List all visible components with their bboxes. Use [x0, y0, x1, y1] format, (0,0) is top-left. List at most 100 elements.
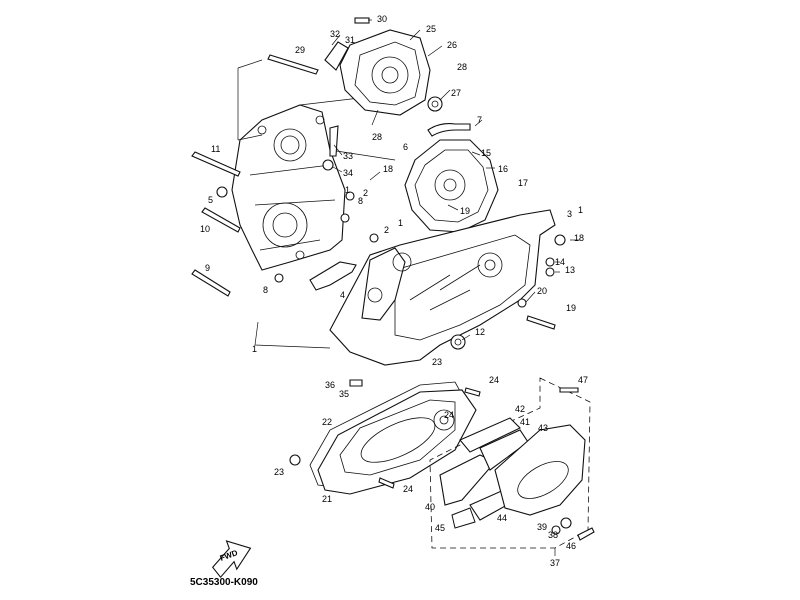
- callout-39: 39: [537, 522, 547, 532]
- callout-21: 21: [322, 494, 332, 504]
- callout-19: 19: [460, 206, 470, 216]
- callout-9: 9: [205, 263, 210, 273]
- grommet-39: [551, 525, 561, 535]
- bolt-24-lower: [378, 477, 395, 489]
- callout-28: 28: [457, 62, 467, 72]
- callout-24c: 24: [403, 484, 413, 494]
- diagram-code: 5C35300-K090: [190, 577, 258, 588]
- callout-13: 13: [565, 265, 575, 275]
- callout-2b: 2: [363, 188, 368, 198]
- callout-28b: 28: [372, 132, 382, 142]
- callout-4: 4: [340, 290, 345, 300]
- subassembly-frame: [429, 377, 591, 549]
- bolt-19-lower: [526, 315, 556, 330]
- callout-1b: 1: [398, 218, 403, 228]
- dowel-18: [554, 234, 566, 246]
- callout-8b: 8: [358, 196, 363, 206]
- crankcase-left-half: [231, 104, 346, 271]
- oring-34: [322, 159, 334, 171]
- air-filter-cover-43: [494, 424, 586, 516]
- callout-43: 43: [538, 423, 548, 433]
- dowel-2: [369, 233, 379, 243]
- callout-34: 34: [343, 168, 353, 178]
- seal-5: [216, 186, 228, 198]
- dowel-8-right: [340, 213, 350, 223]
- callout-38: 38: [548, 530, 558, 540]
- washer-20: [517, 298, 527, 308]
- callout-5: 5: [208, 195, 213, 205]
- bolt-24-right: [464, 387, 481, 397]
- callout-1: 1: [252, 344, 257, 354]
- filter-element-40: [439, 454, 496, 506]
- crankcase-cover-21: [317, 389, 477, 495]
- callout-11: 11: [211, 144, 220, 154]
- dowel-23: [289, 454, 301, 466]
- bracket-4: [309, 261, 357, 291]
- callout-31: 31: [345, 35, 355, 45]
- bolt-30: [354, 17, 370, 24]
- callout-25: 25: [426, 24, 436, 34]
- leader-lines: [254, 19, 580, 556]
- callout-15: 15: [481, 148, 491, 158]
- top-cover: [324, 29, 431, 116]
- callout-3: 3: [567, 209, 572, 219]
- callout-35: 35: [339, 389, 349, 399]
- callout-16: 16: [498, 164, 508, 174]
- bolt-47: [559, 387, 579, 393]
- washer-14: [545, 257, 555, 267]
- bolt-11: [191, 151, 241, 177]
- callout-1d: 1: [578, 205, 583, 215]
- callout-40: 40: [425, 502, 435, 512]
- callout-45: 45: [435, 523, 445, 533]
- washer-13: [545, 267, 555, 277]
- collar-38: [560, 517, 572, 529]
- callout-26: 26: [447, 40, 457, 50]
- callout-labels: 1 1 1 1 2 2 3 4 5 6 7 8 8 9 10 11 12 13 …: [200, 14, 588, 568]
- side-cover-right: [404, 139, 499, 233]
- callout-27: 27: [451, 88, 461, 98]
- crankcase-main: [329, 209, 556, 366]
- callout-37: 37: [550, 558, 560, 568]
- callout-24: 24: [489, 375, 499, 385]
- callout-23b: 23: [274, 467, 284, 477]
- callout-8: 8: [263, 285, 268, 295]
- callout-32: 32: [330, 29, 340, 39]
- callout-29: 29: [295, 45, 305, 55]
- callout-46: 46: [566, 541, 576, 551]
- bolt-46: [577, 527, 595, 541]
- bolt-29: [267, 54, 319, 75]
- filter-element-42: [459, 417, 521, 453]
- callout-42: 42: [515, 404, 525, 414]
- callout-17: 17: [518, 178, 528, 188]
- callout-44: 44: [497, 513, 507, 523]
- callout-23: 23: [432, 357, 442, 367]
- bolt-10: [201, 207, 241, 233]
- callout-10: 10: [200, 224, 210, 234]
- oil-gauge-33: [329, 125, 339, 157]
- filter-element-45: [451, 507, 476, 529]
- callout-47: 47: [578, 375, 588, 385]
- oil-seal-12: [450, 334, 466, 350]
- callout-14: 14: [555, 257, 565, 267]
- callout-12: 12: [475, 327, 485, 337]
- callout-18: 18: [383, 164, 393, 174]
- dowel-8-left: [274, 273, 284, 283]
- callout-1c: 1: [345, 185, 350, 195]
- callout-19b: 19: [566, 303, 576, 313]
- bearing-27: [427, 96, 443, 112]
- fwd-arrow: FWD: [211, 540, 252, 579]
- callout-18b: 18: [574, 233, 584, 243]
- callout-30: 30: [377, 14, 387, 24]
- hose-7: [427, 123, 471, 137]
- callout-41: 41: [520, 417, 530, 427]
- dowel-6: [345, 191, 355, 201]
- callout-20: 20: [537, 286, 547, 296]
- callout-22: 22: [322, 417, 332, 427]
- callout-33: 33: [343, 151, 353, 161]
- callout-36: 36: [325, 380, 335, 390]
- callout-24b: 24: [444, 410, 454, 420]
- callout-7: 7: [477, 115, 482, 125]
- callout-2: 2: [384, 225, 389, 235]
- callout-6: 6: [403, 142, 408, 152]
